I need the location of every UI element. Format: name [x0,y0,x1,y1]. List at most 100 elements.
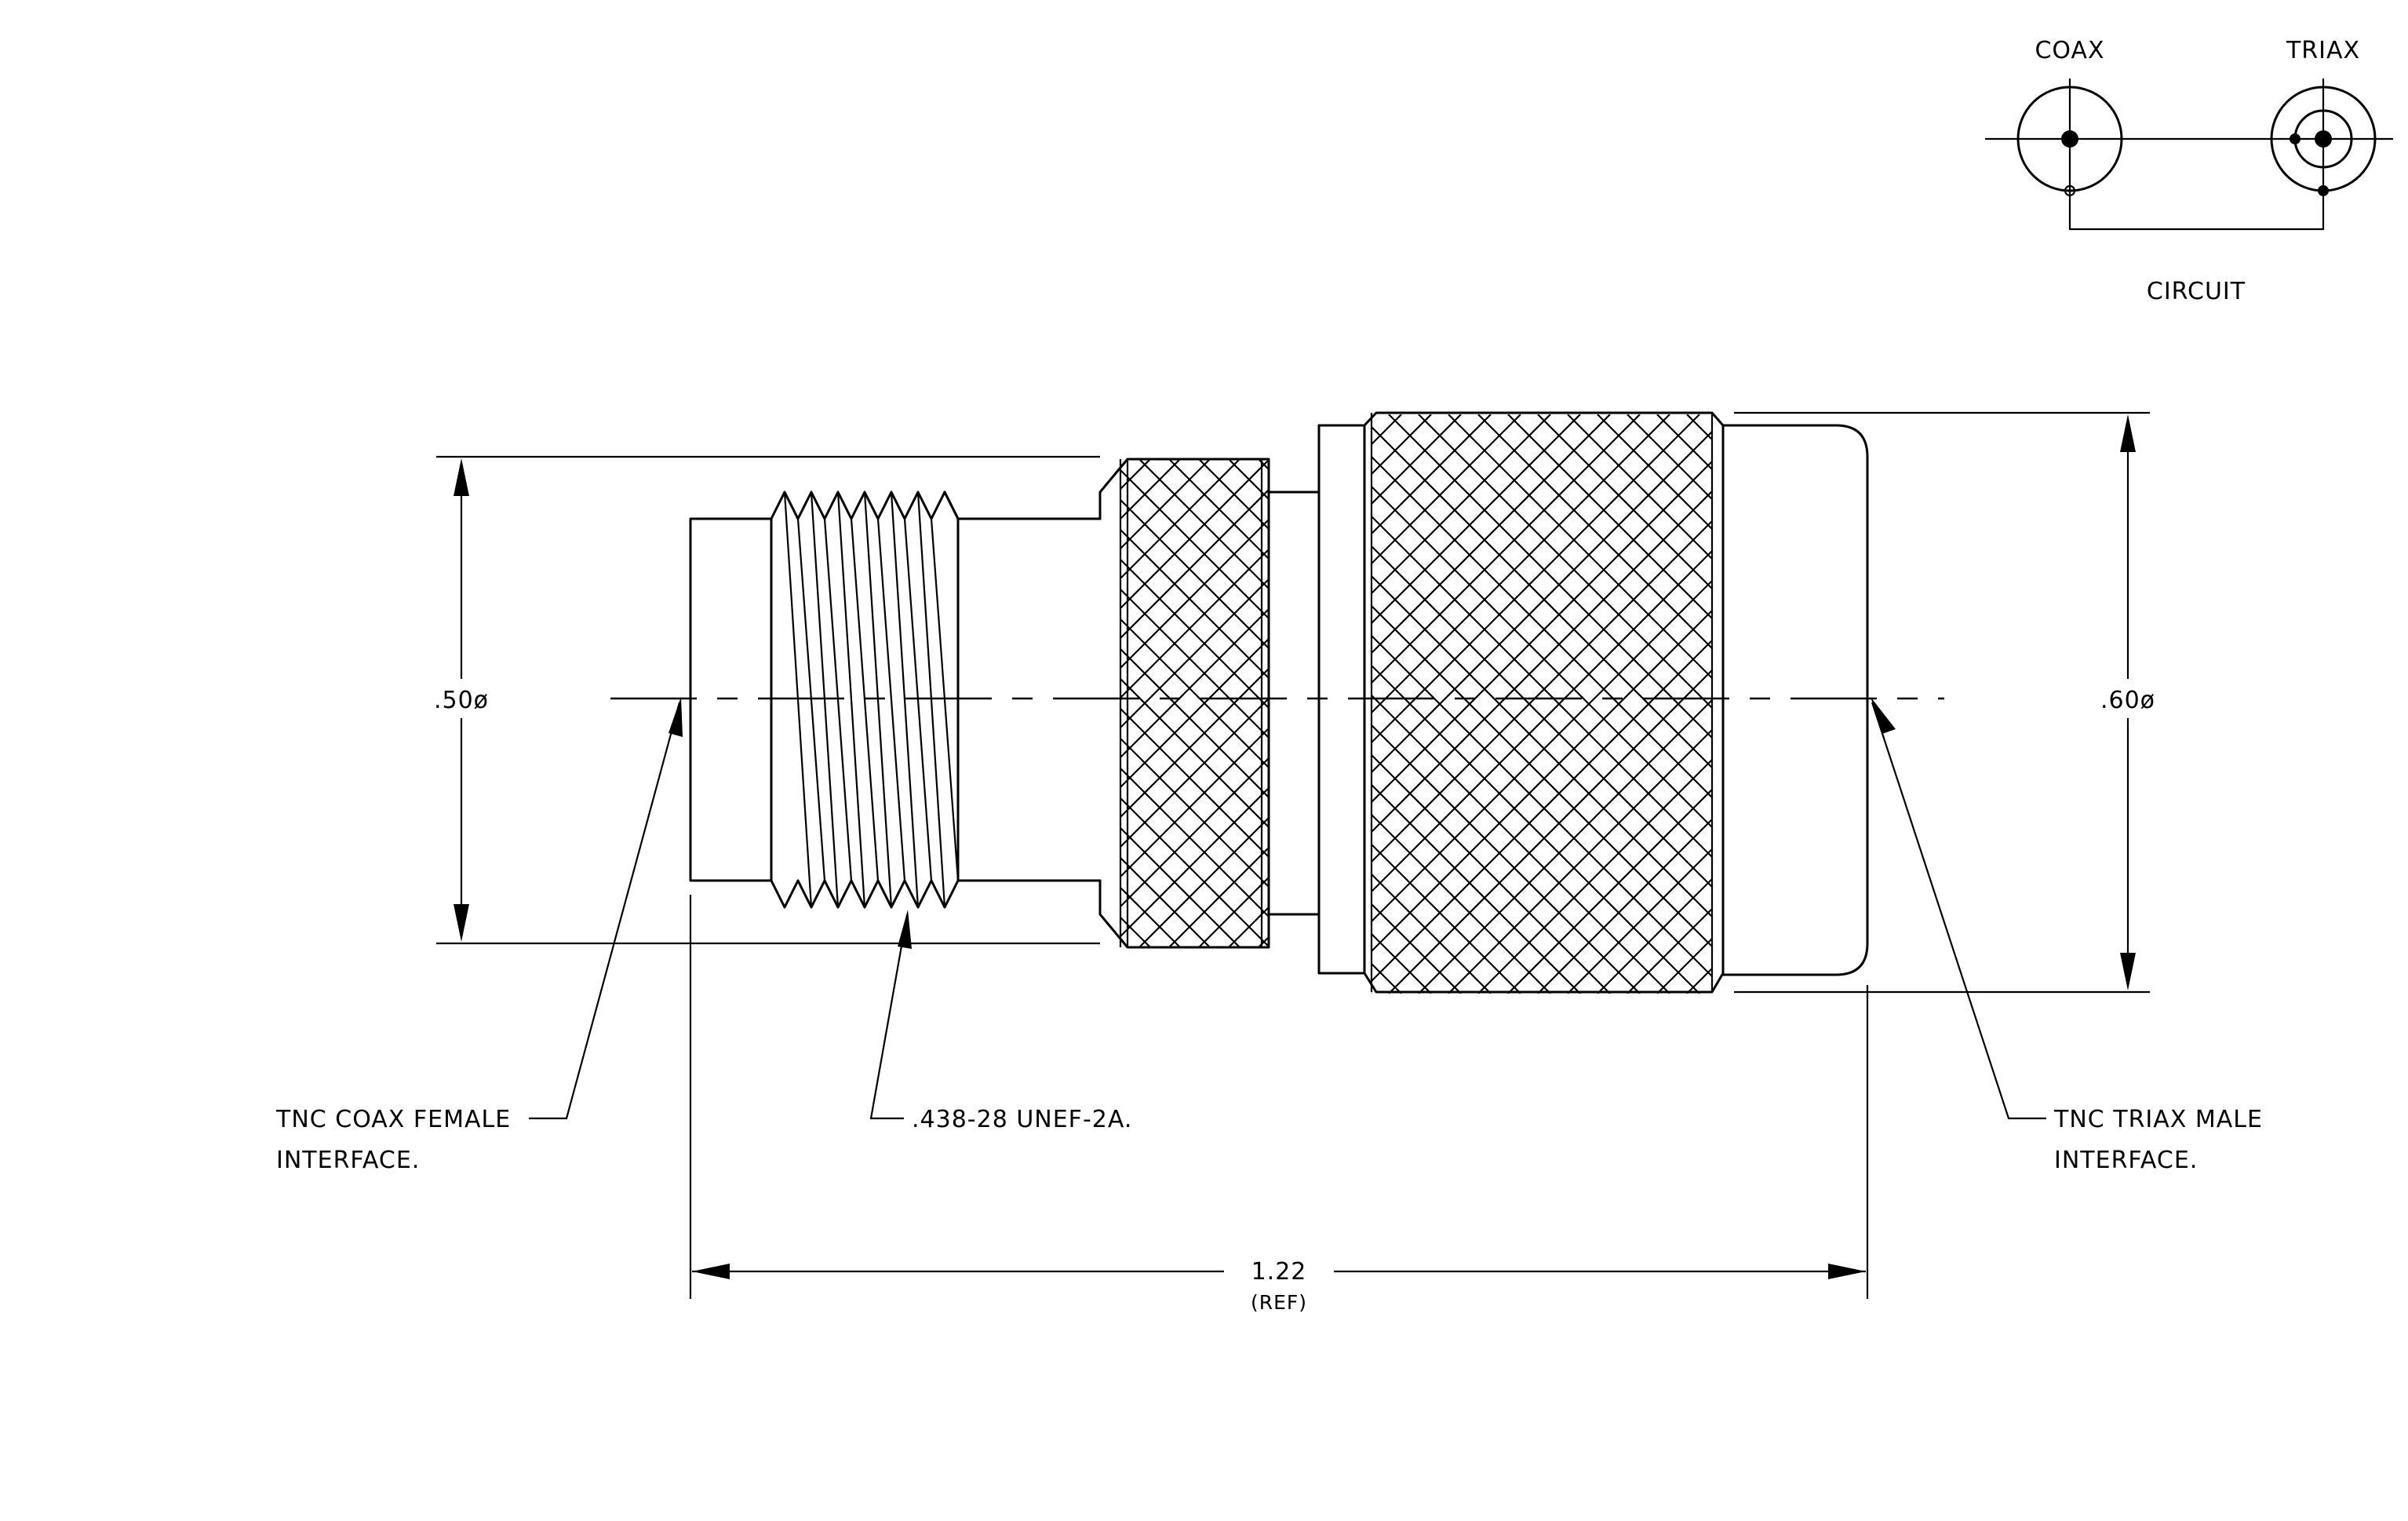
knurl-line [1120,946,1121,947]
knurl-line [1120,607,1269,759]
knurl-line [1228,459,1269,501]
left-diameter-label: .50ø [434,687,489,714]
overall-length-label: 1.22 [1251,1258,1307,1286]
knurl-line [1120,488,1269,640]
knurl-line [1537,414,1712,590]
knurl-line [1120,459,1181,520]
knurl-line [1120,578,1269,729]
callout-right-interface: TNC TRIAX MALE INTERFACE. [1871,697,2263,1174]
coax-female-body [689,491,1102,909]
large-knurl-hatch [792,414,1712,994]
knurl-line [1120,886,1181,947]
triax-symbol [2270,78,2393,196]
left-interface-line1: TNC COAX FEMALE [275,1106,511,1133]
knurl-line [1258,459,1269,471]
knurl-line [1120,637,1269,789]
knurl-line [1120,459,1269,610]
knurl-line [1372,414,1641,684]
knurl-line [1388,669,1712,994]
thread-spec-label: .438-28 UNEF-2A. [912,1106,1132,1133]
knurl-line [1228,906,1269,947]
dim-right-diameter: .60ø [1734,411,2155,994]
knurl-line [1198,459,1269,531]
right-diameter-label: .60ø [2100,687,2155,714]
knurl-line [1686,967,1712,994]
knurl-line [1168,459,1269,560]
knurl-line [1372,430,1712,774]
knurl-line [1507,414,1712,620]
knurl-line [1120,797,1269,947]
callout-left-interface: TNC COAX FEMALE INTERFACE. [275,697,683,1174]
knurl-line [1120,459,1121,461]
knurl-line [1372,414,1492,535]
knurl-line [1372,520,1712,863]
large-knurled-nut [792,411,1725,994]
knurl-line [792,414,1372,994]
small-knurled-nut [1098,458,1321,949]
knurl-line [1372,414,1581,625]
knurl-line [1372,609,1712,953]
knurl-line [1372,783,1581,994]
knurl-line [1372,962,1402,994]
knurl-line [1448,414,1712,680]
knurl-line [1198,876,1269,947]
left-interface-line2: INTERFACE. [276,1147,420,1174]
knurl-line [1372,414,1402,446]
knurl-line [1372,813,1551,994]
knurl-line [1537,818,1712,994]
knurl-line [1686,414,1712,441]
callout-thread-spec: .438-28 UNEF-2A. [869,910,1132,1133]
knurl-line [1138,816,1269,947]
knurl-line [1372,414,1700,744]
knurl-line [1120,518,1269,669]
shield-link-line [2068,195,2325,231]
knurl-line [1168,846,1269,947]
knurl-line [1372,843,1521,994]
knurl-line [1372,873,1492,994]
knurl-line [1567,414,1712,560]
right-interface-line1: TNC TRIAX MALE [2053,1106,2263,1133]
knurl-line [1120,727,1269,878]
knurl-line [1120,697,1269,848]
knurl-line [1372,414,1611,655]
coax-label: COAX [2035,37,2104,64]
knurl-line [1372,414,1551,595]
knurl-line [1418,698,1712,994]
knurl-line [1120,459,1211,550]
knurl-line [1372,414,1670,714]
knurl-line [1120,528,1269,680]
knurl-line [1120,826,1240,947]
knurl-line [792,414,1372,994]
dim-overall-length: 1.22 (REF) [689,895,1869,1314]
knurl-line [1372,414,1521,565]
knurl-line [1120,459,1240,580]
knurl-line [1372,490,1712,833]
triax-label: TRIAX [2286,37,2360,64]
knurl-line [1507,788,1712,994]
knurl-line [1372,549,1712,893]
thread-helix [783,491,960,908]
knurl-line [1120,498,1269,650]
circuit-title: CIRCUIT [2147,278,2246,305]
knurl-line [1120,767,1269,918]
knurl-line [1567,848,1712,994]
knurl-line [1372,639,1712,983]
right-interface-line2: INTERFACE. [2054,1147,2198,1174]
knurl-line [1120,757,1269,908]
knurl-line [1448,728,1712,994]
knurl-line [1120,667,1269,819]
knurl-line [1597,877,1712,994]
dim-left-diameter: .50ø [434,455,1100,945]
overall-length-note: (REF) [1251,1291,1307,1314]
circuit-schematic: COAX TRIAX CIRCUIT [1985,37,2393,305]
knurl-line [1120,786,1269,938]
knurl-line [1138,459,1269,590]
knurl-line [1120,737,1269,888]
knurl-line [1477,414,1712,650]
knurl-line [1258,936,1269,947]
coax-symbol [1985,78,2350,197]
knurl-line [1372,753,1611,994]
triax-male-body [1721,424,1869,976]
knurl-line [1372,724,1641,994]
